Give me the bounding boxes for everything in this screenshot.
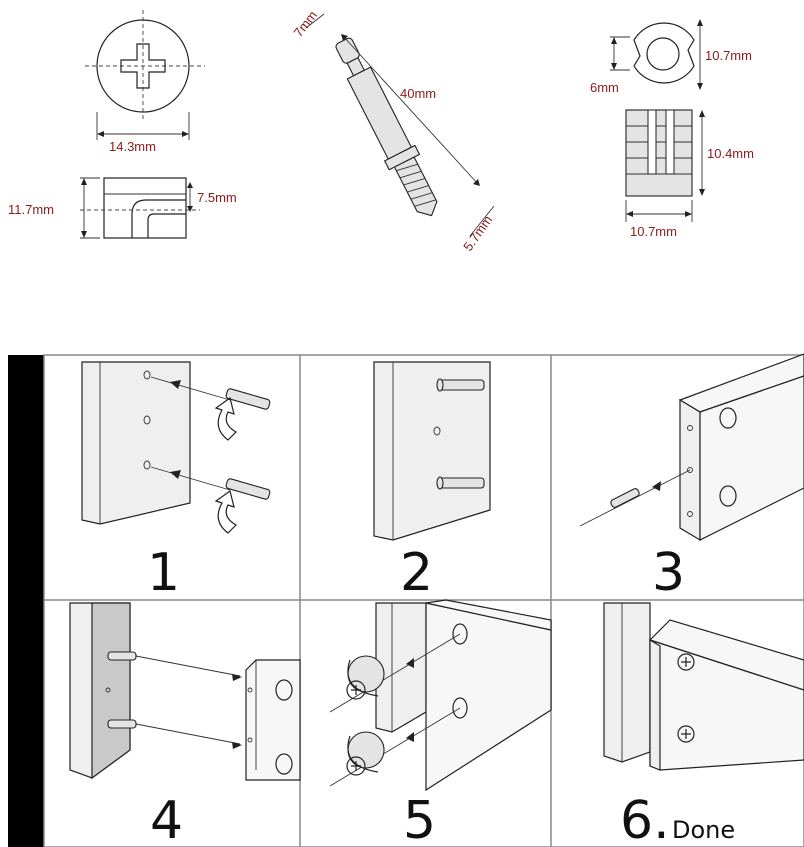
step-4: 4 [69, 602, 301, 847]
step-5: 5 [329, 599, 552, 847]
step-2: 2 [373, 361, 491, 603]
step-3-number: 3 [652, 543, 685, 603]
insert-top-view: 6mm 10.7mm [590, 19, 752, 95]
step-3: 3 [579, 353, 804, 603]
cam-slot-label: 7.5mm [197, 190, 237, 205]
step-6-number: 6. [620, 791, 670, 847]
step-1-number: 1 [147, 543, 180, 603]
step-1: 1 [81, 361, 271, 603]
step-6-done-label: Done [672, 816, 735, 844]
dowel-thread-label: 5.7mm [460, 213, 495, 254]
insert-height-label: 10.4mm [707, 146, 754, 161]
dowel-head-label: 7mm [291, 8, 321, 40]
step-4-number: 4 [150, 791, 183, 847]
insert-width-label: 10.7mm [705, 48, 752, 63]
step-6: 6. Done [603, 602, 804, 847]
cam-diameter-label: 14.3mm [109, 139, 156, 154]
left-black-bar [8, 355, 44, 847]
insert-side-view: 10.4mm 10.7mm [625, 109, 754, 239]
step-2-number: 2 [400, 543, 433, 603]
cam-height-label: 11.7mm [8, 202, 54, 217]
connecting-dowel: 40mm 7mm 5.7mm [291, 8, 496, 254]
insert-base-label: 10.7mm [630, 224, 677, 239]
steps-grid [8, 354, 804, 847]
cam-lock-top-view: 14.3mm [85, 10, 205, 154]
dowel-length-label: 40mm [400, 86, 436, 101]
insert-hole-label: 6mm [590, 80, 619, 95]
step-5-number: 5 [403, 791, 436, 847]
cam-lock-side-view: 11.7mm 7.5mm [8, 177, 237, 239]
